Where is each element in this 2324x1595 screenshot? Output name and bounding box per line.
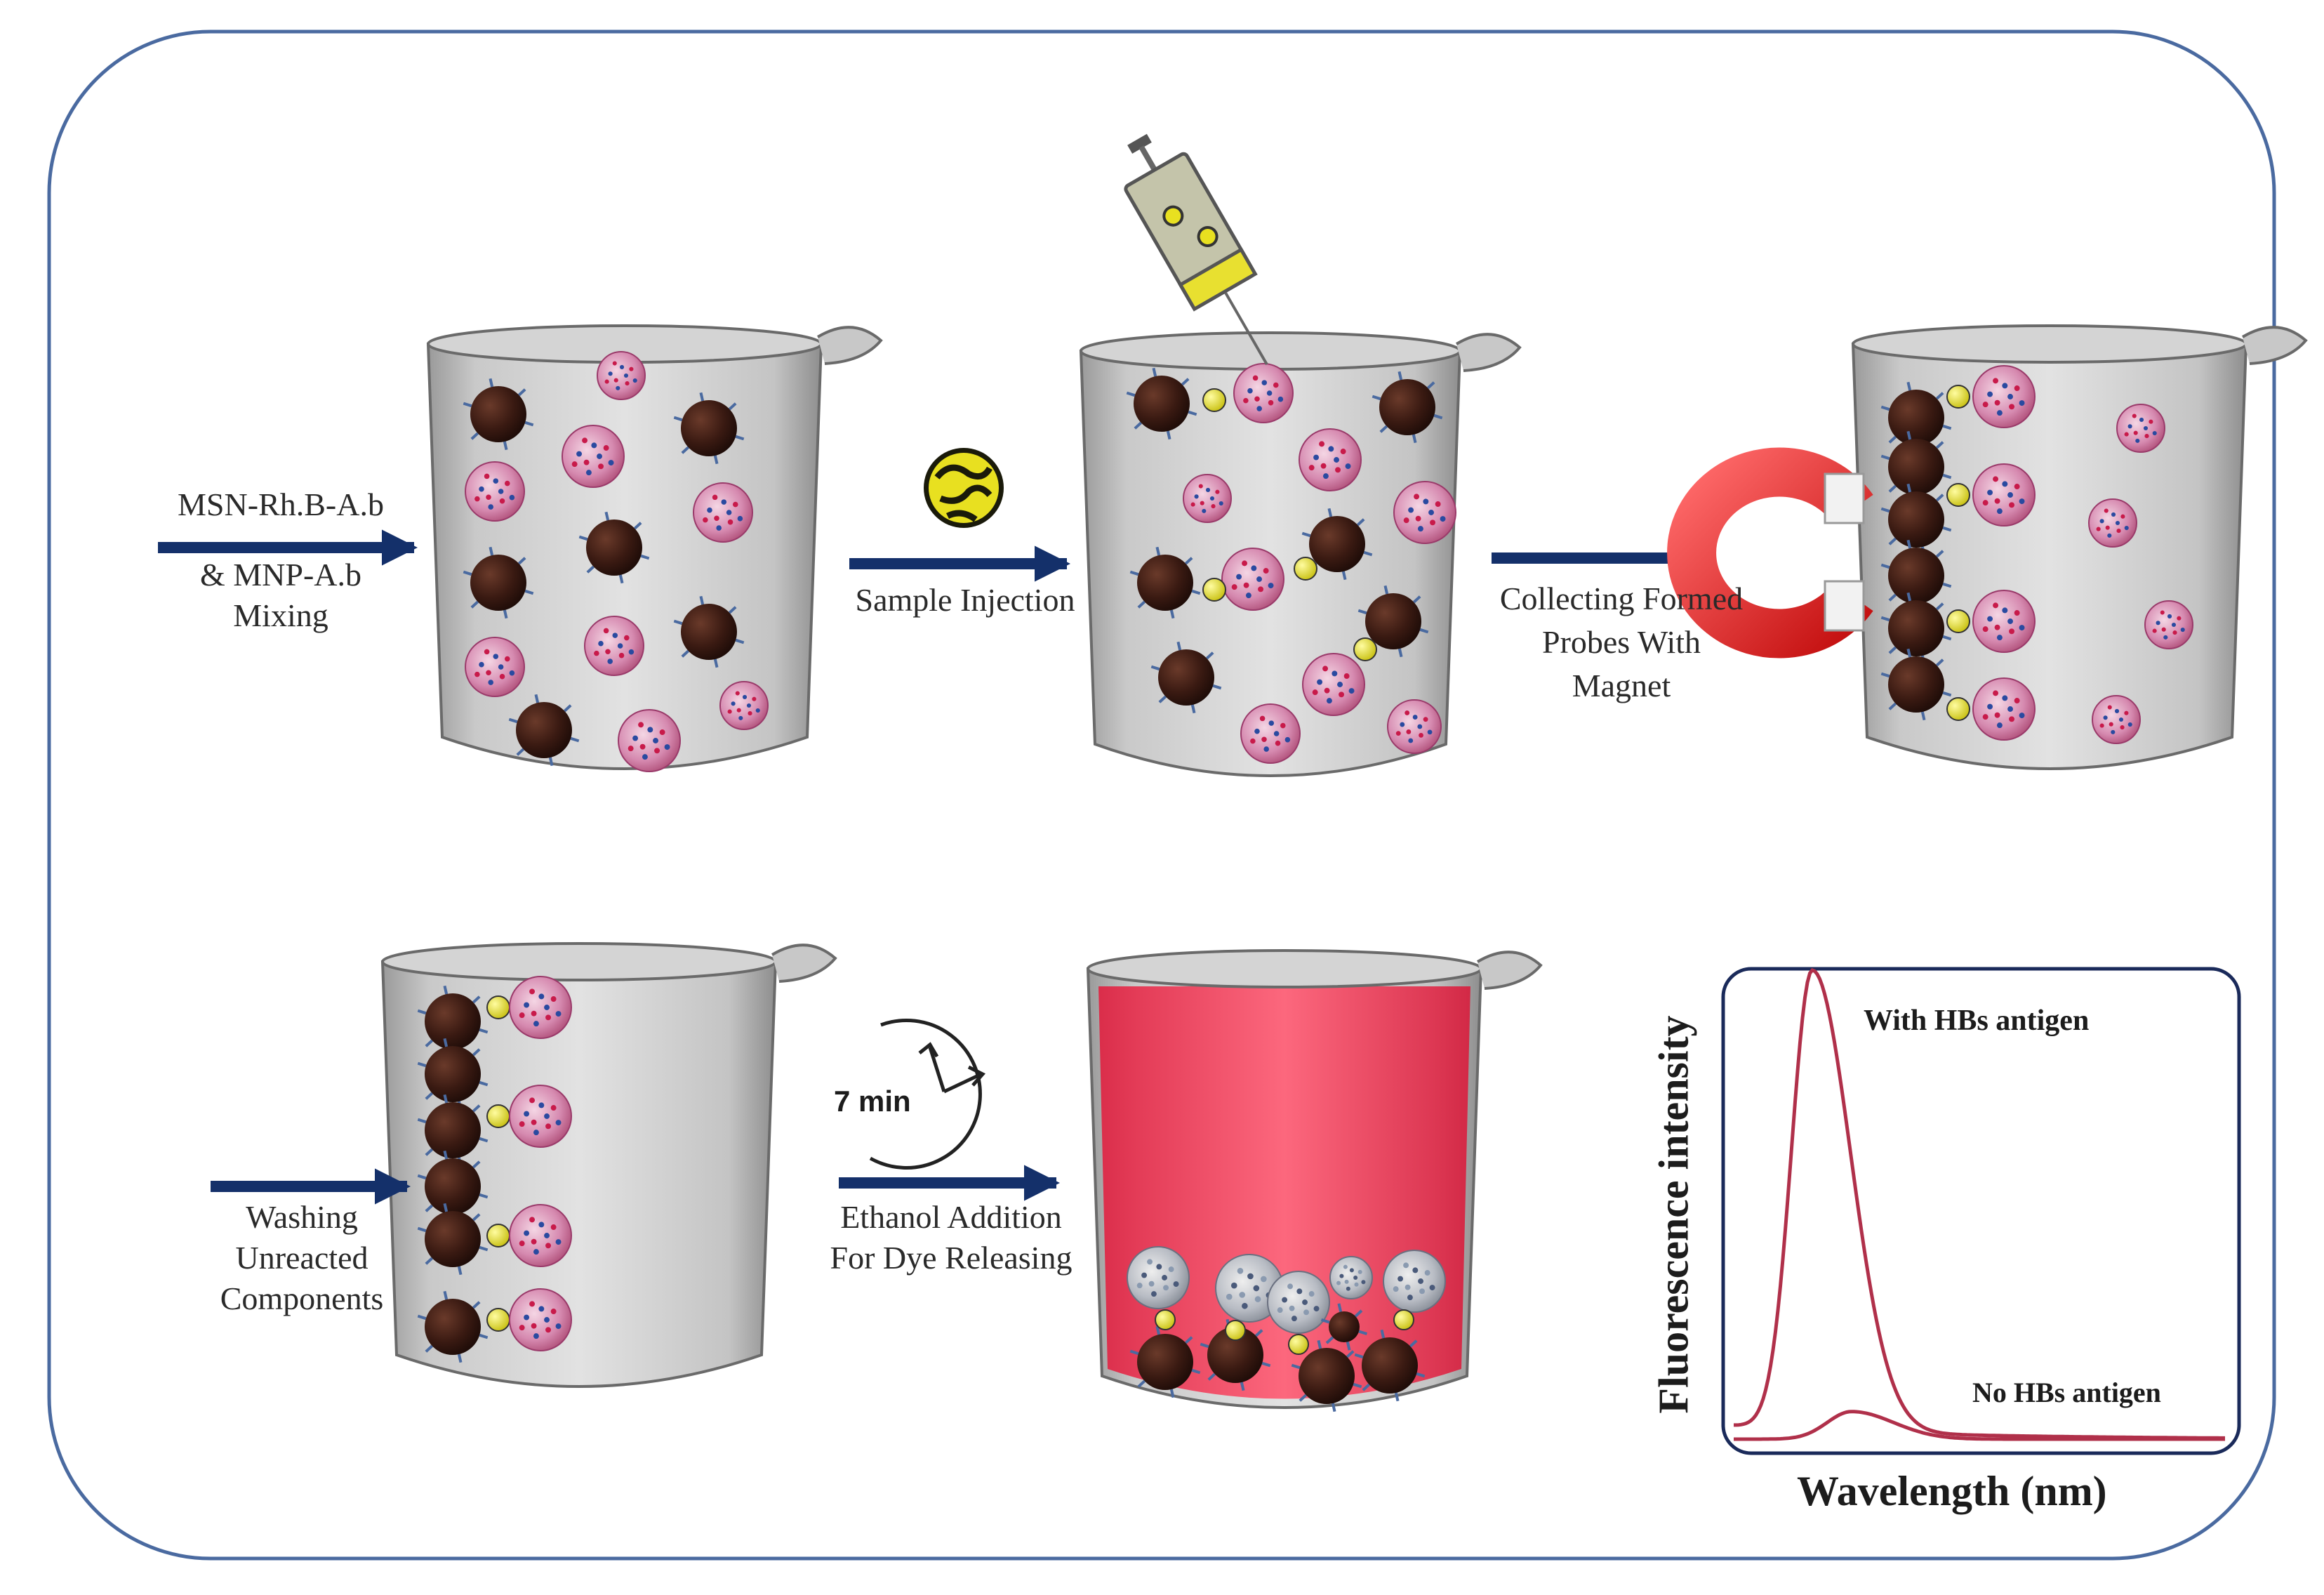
msn-empty-particle	[1383, 1250, 1446, 1313]
mnp-particle	[463, 546, 534, 619]
chart-frame	[1721, 967, 2241, 1455]
beaker-ethanol	[1086, 949, 1543, 1409]
antigen-particle	[1225, 1320, 1246, 1341]
timer-icon	[869, 1019, 986, 1170]
mnp-particle	[1129, 546, 1201, 619]
mnp-particle	[578, 511, 650, 584]
msn-particle	[509, 976, 572, 1039]
msn-particle	[562, 425, 625, 488]
msn-particle	[1972, 365, 2036, 428]
antigen-particle	[486, 1224, 510, 1247]
msn-particle	[1221, 548, 1284, 611]
msn-particle	[465, 637, 525, 697]
msn-particle	[719, 681, 769, 730]
msn-particle	[618, 709, 681, 772]
mnp-particle	[417, 1203, 489, 1276]
msn-particle	[1240, 703, 1301, 764]
mnp-particle	[463, 378, 534, 451]
msn-particle	[465, 461, 525, 522]
step-ethanol-label: Ethanol Addition For Dye Releasing	[830, 1199, 1073, 1276]
msn-particle	[584, 616, 644, 676]
antigen-particle	[1353, 637, 1377, 661]
msn-particle	[2092, 695, 2141, 744]
msn-particle	[1393, 481, 1456, 544]
antigen-particle	[486, 1104, 510, 1128]
antigen-particle	[1294, 557, 1317, 581]
msn-particle	[693, 482, 753, 543]
antigen-particle	[1202, 388, 1226, 412]
mnp-particle	[1354, 1329, 1426, 1402]
msn-particle	[509, 1204, 572, 1267]
antigen-particle	[486, 995, 510, 1019]
msn-empty-particle	[1127, 1246, 1190, 1309]
msn-particle	[2088, 498, 2137, 548]
mnp-particle	[417, 985, 489, 1058]
msn-particle	[1302, 653, 1365, 716]
mnp-particle	[1880, 648, 1952, 721]
chart-y-axis-label: Fluorescence intensity	[1650, 1015, 1697, 1414]
msn-particle	[1972, 590, 2036, 653]
mnp-particle	[508, 694, 580, 767]
antigen-particle	[1155, 1309, 1176, 1330]
magnet-icon	[1667, 447, 1873, 658]
msn-particle	[509, 1288, 572, 1351]
mnp-particle	[1291, 1339, 1362, 1412]
msn-particle	[1387, 699, 1442, 754]
mnp-particle	[1129, 1325, 1201, 1398]
series-label-with-hbs: With HBs antigen	[1864, 1005, 2090, 1037]
mnp-particle	[1880, 430, 1952, 503]
mnp-particle	[1150, 641, 1222, 714]
msn-particle	[1299, 428, 1362, 491]
msn-empty-particle	[1267, 1271, 1330, 1334]
msn-particle	[1972, 463, 2036, 527]
msn-particle	[509, 1085, 572, 1148]
mnp-particle	[673, 595, 745, 668]
antigen-particle	[1393, 1309, 1414, 1330]
mnp-particle	[417, 1038, 489, 1111]
msn-particle	[1233, 363, 1294, 423]
fluorescence-chart	[1721, 967, 2241, 1455]
step-collecting-label: Collecting Formed Probes With Magnet	[1499, 581, 1744, 703]
msn-particle	[2144, 600, 2193, 649]
mnp-particle	[673, 392, 745, 465]
msn-particle	[2116, 404, 2165, 453]
step-injection-label: Sample Injection	[855, 582, 1075, 618]
antigen-particle	[1946, 609, 1970, 633]
timer-label: 7 min	[834, 1085, 911, 1118]
mnp-particle	[1320, 1303, 1368, 1351]
antigen-particle	[1946, 483, 1970, 507]
antigen-particle	[1946, 385, 1970, 409]
chart-x-axis-label: Wavelength (nm)	[1797, 1468, 2107, 1514]
mnp-particle	[417, 1290, 489, 1363]
antigen-icon	[924, 448, 1004, 528]
mnp-particle	[1372, 371, 1443, 444]
series-no-hbs-antigen	[1734, 1410, 2225, 1441]
antigen-particle	[1202, 578, 1226, 602]
antigen-particle	[486, 1308, 510, 1332]
step-washing-label: Washing Unreacted Components	[220, 1199, 384, 1316]
mnp-particle	[1126, 367, 1197, 440]
msn-particle	[1972, 677, 2036, 741]
step-mixing-label: MSN-Rh.B-A.b & MNP-A.b Mixing	[178, 487, 384, 633]
msn-particle	[597, 351, 646, 400]
series-label-no-hbs: No HBs antigen	[1972, 1377, 2161, 1408]
antigen-particle	[1946, 697, 1970, 721]
msn-particle	[1183, 474, 1232, 523]
syringe-icon	[1124, 133, 1268, 366]
mnp-particle	[1880, 483, 1952, 556]
antigen-particle	[1288, 1334, 1309, 1355]
beaker-washing	[380, 942, 837, 1388]
msn-empty-particle	[1329, 1256, 1373, 1299]
